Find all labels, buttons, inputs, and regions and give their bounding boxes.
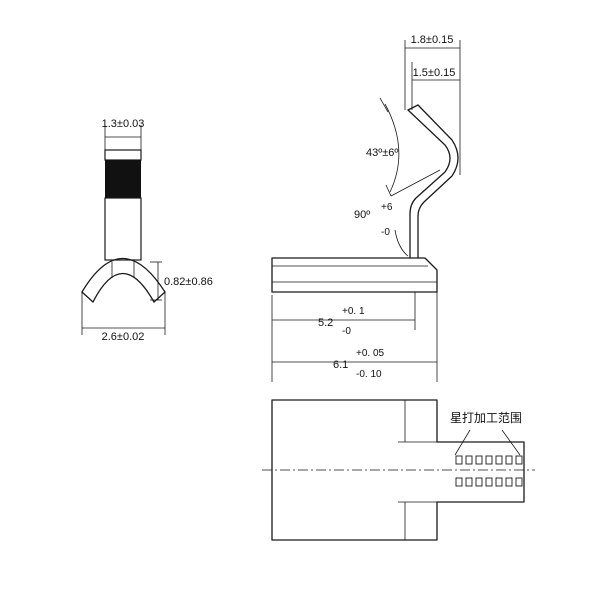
label-angle-bend: 43º±6º <box>366 147 398 159</box>
side-view: 1.8±0.15 1.5±0.15 43º±6º 90º +6 -0 5.2 +… <box>271 34 461 382</box>
star-mark <box>505 477 513 487</box>
barrel-outer-arc <box>81 257 166 293</box>
end-view: 1.3±0.03 0.82±0.86 2.6±0.02 <box>81 118 213 343</box>
star-mark <box>465 477 473 487</box>
angle-bend-arrow-bottom <box>385 184 392 197</box>
star-mark <box>485 455 493 465</box>
star-mark <box>495 455 503 465</box>
barrel-left-end <box>81 291 94 303</box>
star-mark <box>465 455 473 465</box>
blade-top <box>104 149 142 161</box>
star-mark <box>505 455 513 465</box>
star-mark-row-top <box>455 455 523 465</box>
spring-arm-outer <box>407 109 451 259</box>
label-61-plus: +0. 05 <box>356 348 385 359</box>
label-61-minus: -0. 10 <box>356 369 382 380</box>
label-star-area: 星打加工范围 <box>450 411 522 425</box>
label-angle-right-minus: -0 <box>381 227 390 238</box>
blade-body <box>104 197 142 261</box>
star-mark <box>515 455 523 465</box>
label-angle-right: 90º <box>354 209 370 221</box>
star-mark <box>455 477 463 487</box>
label-52-plus: +0. 1 <box>342 306 365 317</box>
star-leader-1 <box>454 429 471 456</box>
spring-arm-inner <box>417 104 459 259</box>
label-outer-width: 1.8±0.15 <box>411 34 454 46</box>
star-mark <box>455 455 463 465</box>
star-mark-row-bottom <box>455 477 523 487</box>
label-52-minus: -0 <box>342 326 351 337</box>
angle-bend-arc <box>384 103 400 193</box>
star-leader-2 <box>501 429 521 456</box>
top-view: 星打加工范围 <box>262 399 535 541</box>
spring-arm-tip <box>407 104 419 111</box>
label-top-width: 1.3±0.03 <box>102 118 145 130</box>
barrel-inner-arc <box>92 273 155 303</box>
star-mark <box>475 455 483 465</box>
angle-bend-leader <box>390 169 441 197</box>
label-angle-right-plus: +6 <box>381 202 393 213</box>
blade-black-band <box>105 160 141 198</box>
star-mark <box>485 477 493 487</box>
star-mark <box>475 477 483 487</box>
angle-bend-arrow-top <box>379 97 389 113</box>
top-view-outline <box>271 399 525 541</box>
angle-right-arc <box>394 229 409 257</box>
label-52-main: 5.2 <box>318 317 333 329</box>
label-arc-height: 0.82±0.86 <box>164 276 213 288</box>
label-arc-width: 2.6±0.02 <box>102 331 145 343</box>
label-inner-width: 1.5±0.15 <box>413 67 456 79</box>
label-61-main: 6.1 <box>333 359 348 371</box>
barrel-right-end <box>153 291 166 303</box>
star-mark <box>495 477 503 487</box>
star-mark <box>515 477 523 487</box>
base-plate-outline <box>271 257 438 293</box>
